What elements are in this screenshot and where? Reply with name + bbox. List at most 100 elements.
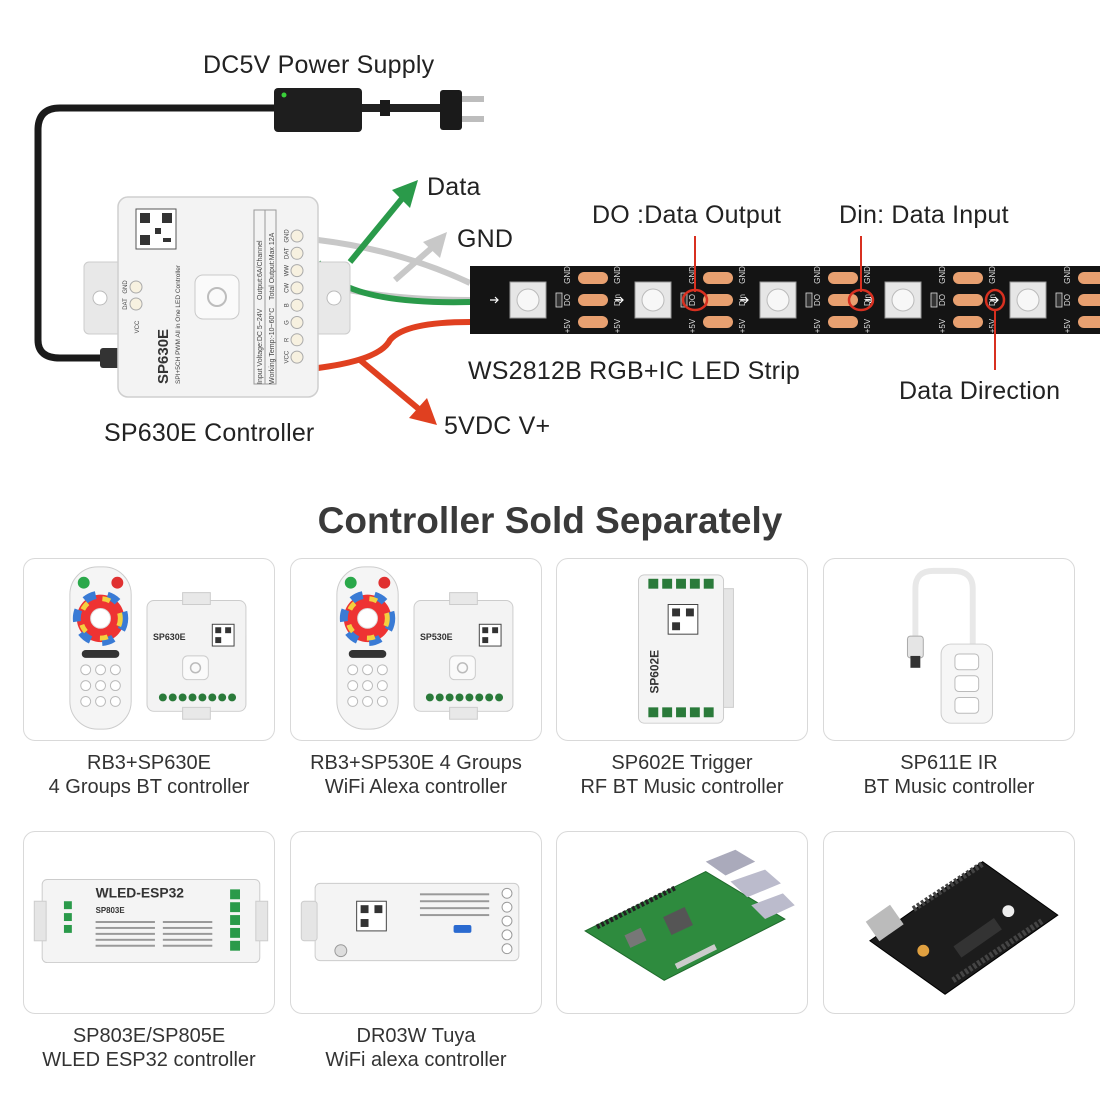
product-description: 4 Groups BT controller [48,776,250,798]
strip-mark-label: GND [1063,266,1072,284]
product-card[interactable]: WLED-ESP32 SP803E [23,831,275,1014]
strip-mark-label: DO [813,294,822,306]
solder-pad [578,294,608,306]
strip-mark-label: GND [613,266,622,284]
product-image: SP530E [336,566,514,730]
product-name: RB3+SP630E [87,752,211,774]
solder-pad [1078,316,1100,328]
product-description: WiFi alexa controller [325,1049,507,1071]
sp611e-controller-icon [906,567,994,724]
din-marker-icon [847,288,875,312]
direction-markers [681,236,1006,370]
left-pin-label: VCC [135,320,141,333]
product-card[interactable]: SP530E [290,558,542,741]
controller-model-text: SP630E [155,329,172,384]
wled-esp32-controller-icon: WLED-ESP32 SP803E [33,878,269,964]
product-image: SP630E [69,566,247,730]
solder-pad [828,294,858,306]
product-image: SP602E [637,574,734,724]
solder-pad [1078,294,1100,306]
product-name: DR03W Tuya [356,1025,476,1047]
solder-pad [1078,272,1100,284]
terminal-pin [290,350,304,364]
arduino-board-icon [865,861,1059,995]
left-pin-label: DAT [123,298,129,310]
product-image: WLED-ESP32 SP803E [33,878,269,964]
product-image [300,882,520,962]
product-card[interactable] [823,831,1075,1014]
controller-label: SP630E Controller [104,419,315,447]
product-name: RB3+SP530E 4 Groups [310,752,522,774]
sp602e-controller-icon: SP602E [637,574,734,724]
product-card[interactable] [290,831,542,1014]
solder-pad [828,272,858,284]
power-supply-label: DC5V Power Supply [203,51,435,79]
product-name: SP803E/SP805E [72,1025,226,1047]
solder-pad [953,272,983,284]
strip-mark-label: GND [688,266,697,284]
solder-pad [953,294,983,306]
gnd-arrow-icon [423,232,447,258]
terminal-pin-label: R [285,337,291,342]
svg-text:Total Output:Max 12A: Total Output:Max 12A [269,232,276,300]
strip-mark-label: +5V [738,318,747,333]
product-image [584,849,795,981]
strip-mark-label: DO [563,294,572,306]
dc-jack-icon [100,348,122,368]
gnd-label: GND [457,225,514,253]
svg-text:SP803E: SP803E [96,906,125,915]
left-pin-label: GND [123,280,129,294]
section-title: Controller Sold Separately [317,500,783,541]
strip-mark-label: +5V [563,318,572,333]
terminal-pin-label: DAT [285,247,291,259]
strip-mark-label: GND [938,266,947,284]
direction-arrow-icon [740,296,749,304]
svg-text:WLED-ESP32: WLED-ESP32 [96,884,185,900]
terminal-pin-label: CW [285,283,291,293]
strip-mark-label: +5V [863,318,872,333]
direction-arrow-icon [490,296,499,304]
strip-mark-label: +5V [613,318,622,333]
svg-text:SP602E: SP602E [647,650,661,694]
svg-text:SP630E: SP630E [153,632,186,642]
terminal-pin-label: WW [285,265,291,277]
svg-text:Working Temp:-10~60°C: Working Temp:-10~60°C [268,308,276,384]
solder-pad [828,316,858,328]
product-description: RF BT Music controller [580,776,784,798]
strip-mark-label: GND [988,266,997,284]
solder-pad [703,272,733,284]
product-card[interactable] [823,558,1075,741]
solder-pad [703,316,733,328]
product-description: BT Music controller [863,776,1035,798]
product-card[interactable]: SP602E [556,558,808,741]
raspberry-pi-board-icon [584,849,795,981]
strip-mark-label: +5V [688,318,697,333]
terminal-pin [290,246,304,260]
do-label: DO :Data Output [592,201,782,229]
strip-mark-label: GND [863,266,872,284]
strip-mark-label: +5V [1063,318,1072,333]
terminal-pin-label: B [285,303,291,307]
controller-box-icon: SP630E [146,592,247,720]
sp630e-controller-icon: SP630E SPI+5CH PWM All in One LED Contro… [83,196,351,398]
vplus-wire [317,319,471,371]
direction-arrow-icon [990,296,999,304]
solder-pad [578,272,608,284]
data-label: Data [427,173,481,201]
strip-mark-label: +5V [938,318,947,333]
solder-pad [578,316,608,328]
product-card[interactable] [556,831,808,1014]
terminal-pin [290,281,304,295]
data-direction-label: Data Direction [899,377,1061,405]
terminal-pin [290,264,304,278]
product-card[interactable]: SP630E [23,558,275,741]
data-arrow-icon [392,180,418,208]
remote-control-icon [336,566,399,730]
power-adapter-icon [274,88,484,132]
svg-text:SPI+5CH PWM All in One LED Con: SPI+5CH PWM All in One LED Controller [175,264,182,384]
strip-mark-label: DO [1063,294,1072,306]
